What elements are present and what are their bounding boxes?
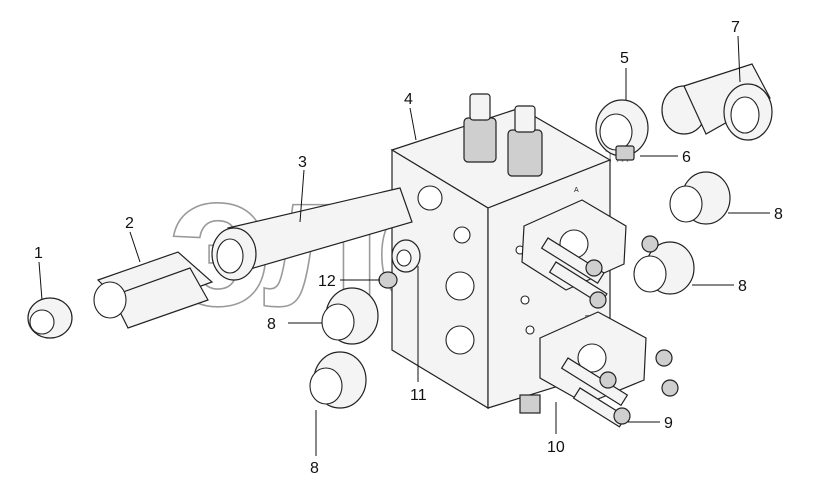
callout-8-left-lower: 8 <box>310 460 319 477</box>
part-6-adapter <box>615 145 635 161</box>
part-7-tee <box>661 63 773 141</box>
top-fittings <box>463 93 543 177</box>
callout-9: 9 <box>664 415 673 432</box>
part-11-fitting <box>391 239 421 273</box>
part-8-fitting-right-upper <box>669 171 731 225</box>
part-2-sleeve <box>93 251 214 329</box>
part-8-fitting-left-upper <box>321 287 379 345</box>
callout-8-left-upper: 8 <box>267 316 276 333</box>
callout-8-right-lower: 8 <box>738 278 747 295</box>
callout-2: 2 <box>125 215 134 232</box>
part-8-fitting-left-lower <box>309 351 367 409</box>
part-8-fitting-right-lower <box>633 241 695 295</box>
callout-10: 10 <box>547 439 565 456</box>
flange-upper <box>521 199 659 309</box>
callout-5: 5 <box>620 50 629 67</box>
callout-4: 4 <box>404 91 413 108</box>
callouts: 1 2 3 4 5 6 7 8 8 8 8 9 10 11 12 <box>34 19 783 477</box>
part-3-tube <box>211 187 413 281</box>
callout-12: 12 <box>318 273 336 290</box>
part-12-fitting <box>378 271 398 289</box>
callout-6: 6 <box>682 149 691 166</box>
callout-7: 7 <box>731 19 740 36</box>
leader-lines <box>38 35 770 456</box>
callout-1: 1 <box>34 245 43 262</box>
callout-3: 3 <box>298 154 307 171</box>
part-1-fitting <box>27 297 73 339</box>
port-mark-a: A <box>574 187 579 194</box>
callout-8-right-upper: 8 <box>774 206 783 223</box>
callout-11: 11 <box>410 387 427 404</box>
flange-lower <box>539 311 679 428</box>
